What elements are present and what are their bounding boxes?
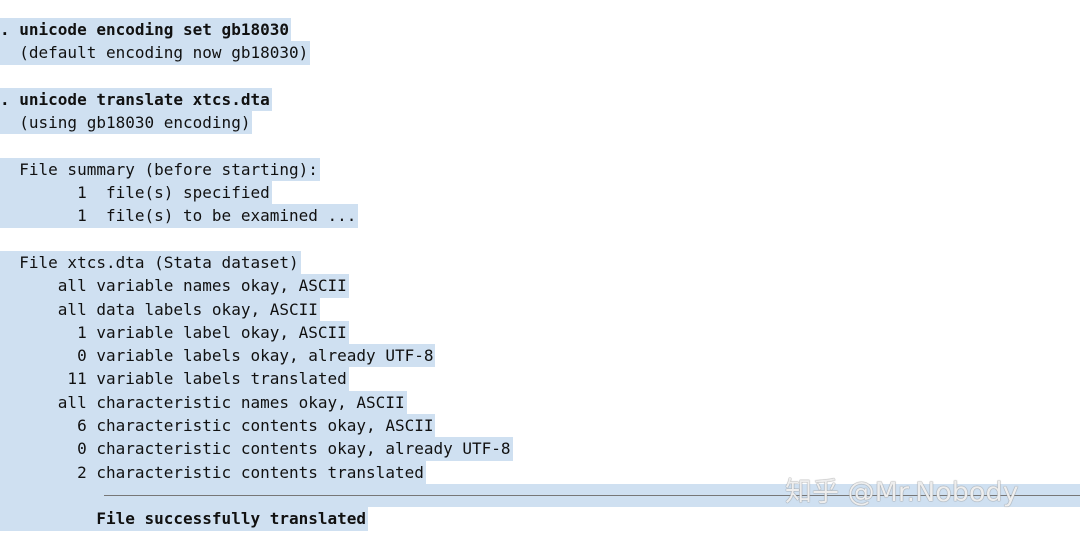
output-line-text: 1 file(s) specified [0,181,272,205]
console-line: 1 variable label okay, ASCII [0,320,1080,345]
console-line: 2 characteristic contents translated [0,460,1080,484]
console-line: File summary (before starting): [0,157,1080,182]
output-line-text: 0 variable labels okay, already UTF-8 [0,344,436,368]
console-line: all variable names okay, ASCII [0,274,1080,298]
output-line-text: all data labels okay, ASCII [0,297,320,321]
output-line-text: 1 variable label okay, ASCII [0,320,349,345]
console-line: . unicode translate xtcs.dta [0,87,1080,112]
output-line-text: all variable names okay, ASCII [0,274,349,298]
console-line: . unicode encoding set gb18030 [0,18,1080,42]
blank-line [0,228,1080,251]
output-line-text: 11 variable labels translated [0,367,349,391]
blank-line [0,65,1080,88]
output-line-text: File summary (before starting): [0,157,320,182]
output-line-text: (default encoding now gb18030) [0,41,311,65]
output-line-text: 6 characteristic contents okay, ASCII [0,414,436,438]
console-line: (using gb18030 encoding) [0,111,1080,135]
output-line-text: 2 characteristic contents translated [0,460,426,484]
output-line-text: 0 characteristic contents okay, already … [0,437,513,461]
console-line: File successfully translated [0,507,1080,531]
output-line-text: File xtcs.dta (Stata dataset) [0,250,301,275]
zhihu-watermark: 知乎 @Mr.Nobody [785,477,1019,508]
console-line: 1 file(s) specified [0,181,1080,205]
console-line: all characteristic names okay, ASCII [0,390,1080,415]
console-line: (default encoding now gb18030) [0,41,1080,65]
output-line-text: all characteristic names okay, ASCII [0,390,407,415]
console-line: 0 characteristic contents okay, already … [0,437,1080,461]
output-line-text: (using gb18030 encoding) [0,111,253,135]
console-line: 0 variable labels okay, already UTF-8 [0,344,1080,368]
console-line: 6 characteristic contents okay, ASCII [0,414,1080,438]
blank-line [0,134,1080,157]
stata-results-output: . unicode encoding set gb18030 (default … [0,18,1080,531]
console-line: File xtcs.dta (Stata dataset) [0,250,1080,275]
console-line: 1 file(s) to be examined ... [0,204,1080,228]
console-line: all data labels okay, ASCII [0,297,1080,321]
command-line-text: . unicode encoding set gb18030 [0,18,291,42]
success-message: File successfully translated [0,507,369,531]
horizontal-rule [104,494,1080,496]
separator-row [0,483,1080,508]
output-line-text: 1 file(s) to be examined ... [0,204,359,228]
command-line-text: . unicode translate xtcs.dta [0,87,272,112]
console-line: 11 variable labels translated [0,367,1080,391]
